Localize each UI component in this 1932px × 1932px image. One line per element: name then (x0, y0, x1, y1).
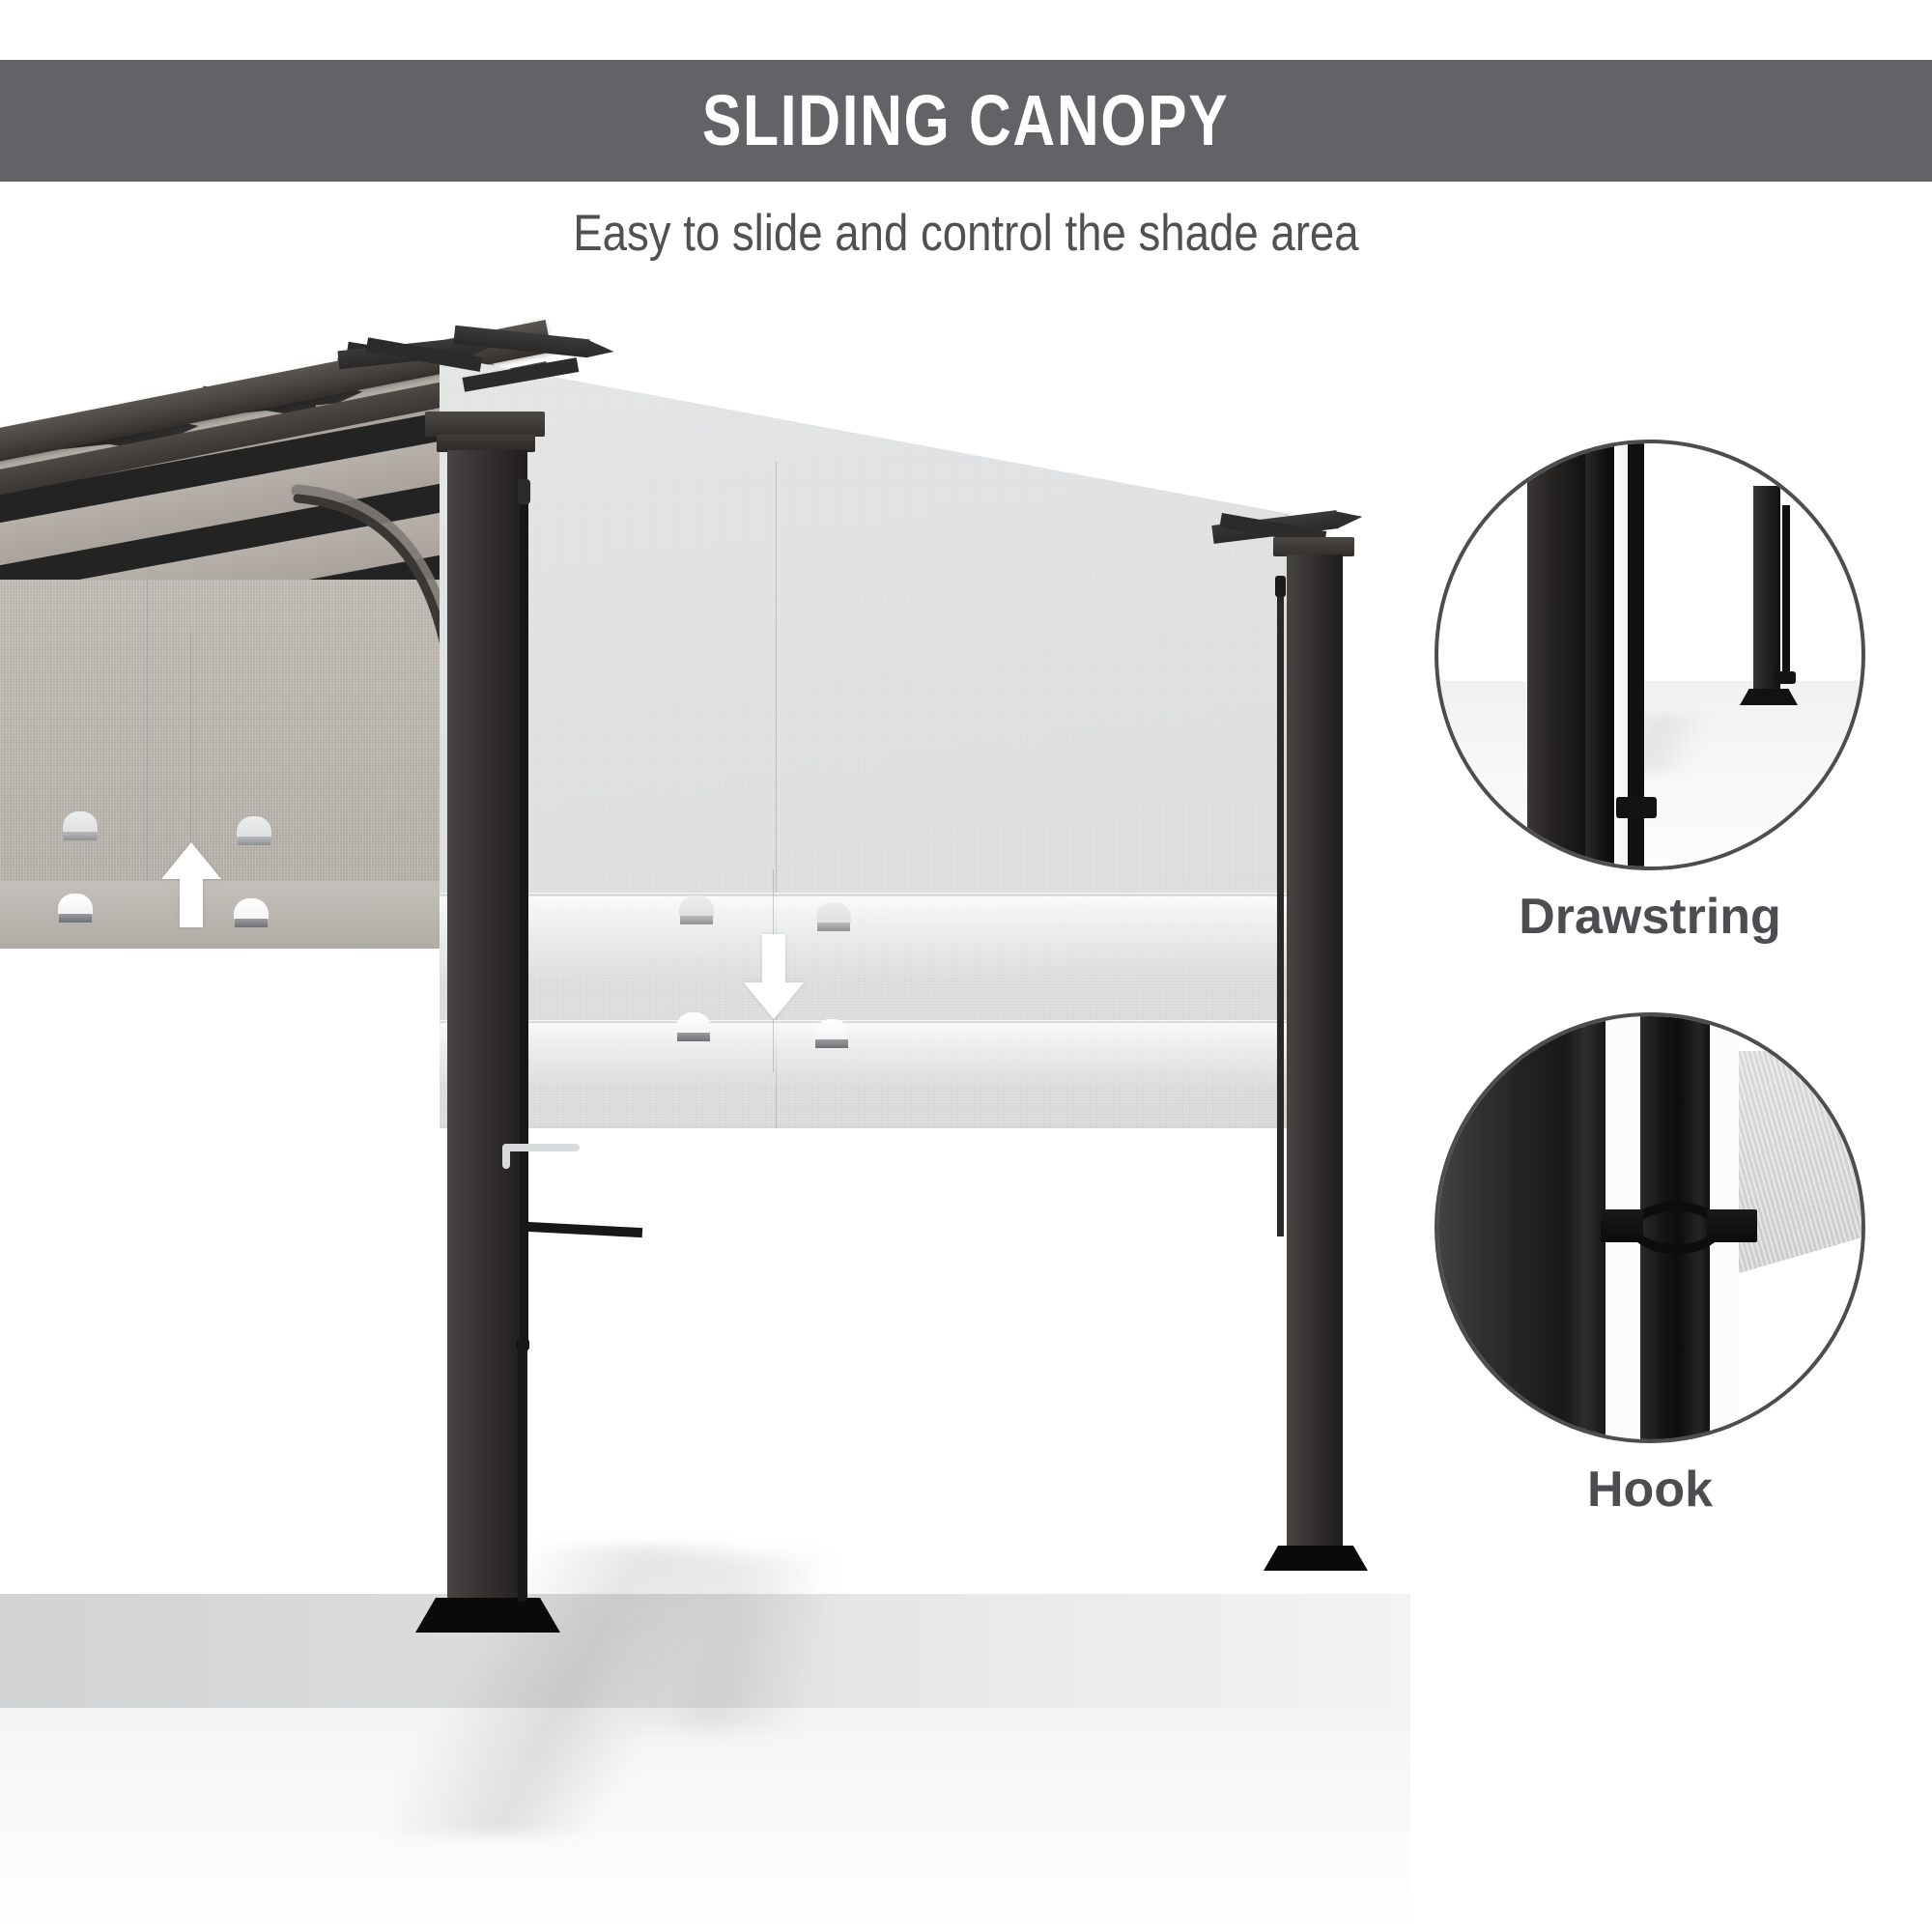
page-subtitle: Easy to slide and control the shade area (0, 208, 1932, 259)
drawstring-tensioner (502, 1144, 580, 1151)
header-banner: SLIDING CANOPY (0, 60, 1932, 182)
slide-guideline-left (190, 633, 191, 898)
detail-cord-channel (1614, 443, 1628, 867)
canopy-fold-shade (440, 1022, 1290, 1090)
detail-post-body (1438, 1016, 1565, 1439)
drawstring-cord-lower (518, 1350, 526, 1602)
hook-tab (814, 1019, 849, 1048)
canopy-texture (0, 580, 444, 927)
post-cap-plate (425, 412, 545, 437)
callout-illustration-hook (1438, 1016, 1861, 1439)
drawstring-stopper-detail (1616, 797, 1657, 818)
canopy-fold-shade (440, 896, 1290, 980)
post-bracket (526, 1221, 643, 1238)
detail-ground (1438, 680, 1861, 867)
retracted-canopy-sheet (0, 580, 444, 927)
canopy-fabric-detail (1739, 1051, 1861, 1273)
page-subtitle-text: Easy to slide and control the shade area (573, 205, 1359, 262)
hook-tab (63, 811, 98, 840)
drawstring-cleat (516, 1339, 529, 1350)
drawstring-tensioner-arm (502, 1144, 510, 1169)
hook-tab (679, 895, 714, 924)
drawstring-cord (1277, 580, 1284, 1236)
callout-illustration-drawstring (1438, 443, 1861, 867)
callout-circle-hook (1435, 1012, 1865, 1443)
detail-post-foot (1740, 689, 1798, 705)
drawstring-stopper (1275, 576, 1286, 597)
slide-open-arrow (159, 840, 223, 929)
fabric-weave-texture (1739, 1051, 1861, 1273)
drawstring-cord-detail (1628, 443, 1644, 867)
post-cap-collar (437, 435, 535, 452)
canopy-fold-edge (440, 893, 1290, 895)
hook-tab (58, 894, 93, 923)
canopy-fold-edge (440, 1020, 1290, 1023)
canopy-seam (776, 462, 777, 1128)
callout-label-drawstring: Drawstring (1519, 889, 1781, 945)
extended-canopy-panel (440, 355, 1290, 1128)
floor-foreground (0, 1708, 1410, 1932)
drawstring-cord-far (1782, 505, 1790, 681)
hook-arm (1707, 1209, 1757, 1242)
product-scene (0, 290, 1410, 1932)
post-shaft (1287, 554, 1343, 1559)
floor-shadow (116, 1546, 985, 1835)
callout-label-hook: Hook (1587, 1462, 1713, 1518)
post-cap-plate (1273, 537, 1354, 556)
detail-post-far (1753, 486, 1780, 694)
detail-post-groove (1565, 1016, 1605, 1439)
floor-band (0, 1594, 1410, 1708)
drawstring-stopper-far (1775, 671, 1796, 684)
floor-shadow-secondary (319, 1555, 1053, 1729)
post-shaft (447, 450, 527, 1609)
hook-tab (237, 816, 271, 845)
page-title: SLIDING CANOPY (702, 80, 1230, 160)
post-base-plate (1264, 1546, 1368, 1571)
hook-tab (816, 902, 851, 931)
drawstring-cord (520, 483, 528, 1343)
detail-post-front (1527, 443, 1585, 867)
detail-post-edge (1585, 443, 1614, 867)
canopy-texture (440, 355, 1290, 1128)
hook-tab (676, 1012, 711, 1041)
drawstring-stopper (518, 479, 530, 504)
slide-close-arrow (742, 932, 806, 1021)
hook-arm-left (1601, 1209, 1643, 1242)
post-base-plate (415, 1598, 560, 1633)
callout-circle-drawstring (1435, 440, 1865, 870)
hook-tab (234, 898, 269, 927)
canopy-seam (147, 580, 148, 927)
